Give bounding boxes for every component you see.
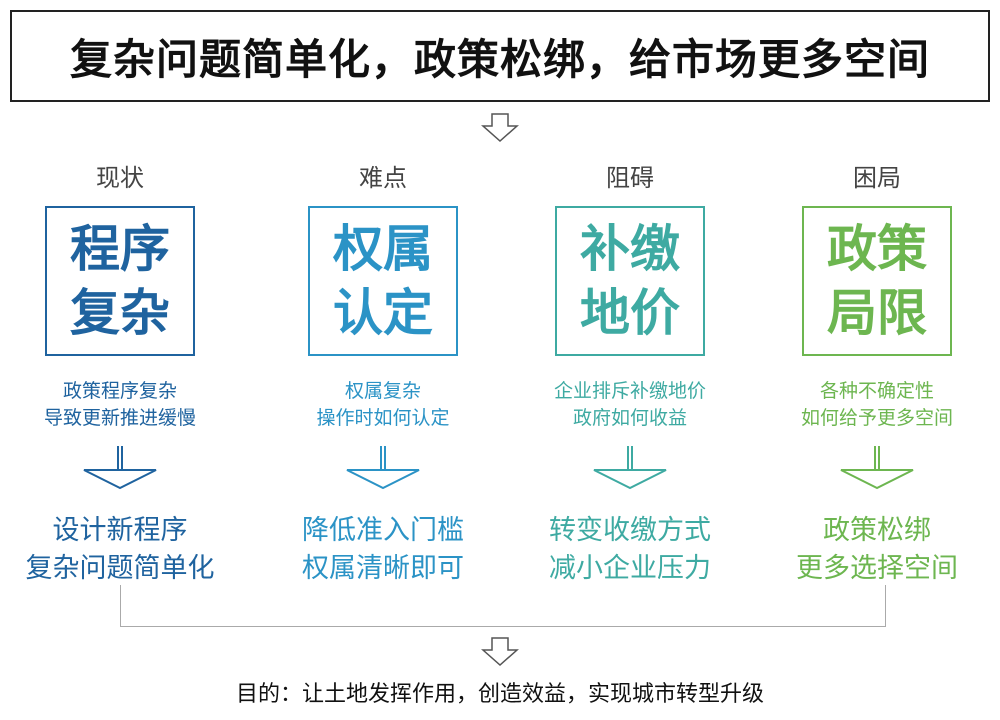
solution-line: 复杂问题简单化 bbox=[25, 553, 215, 584]
solution-line: 权属清晰即可 bbox=[302, 553, 464, 584]
desc-line: 政策程序复杂 bbox=[62, 380, 177, 402]
solution-line: 转变收缴方式 bbox=[549, 515, 711, 546]
down-arrow-icon bbox=[481, 637, 519, 667]
key-box: 政策 局限 bbox=[802, 206, 952, 356]
solution: 转变收缴方式 减小企业压力 bbox=[500, 512, 760, 588]
box-line: 权属 bbox=[333, 220, 433, 278]
description: 权属复杂 操作时如何认定 bbox=[253, 378, 513, 432]
desc-line: 如何给予更多空间 bbox=[800, 407, 953, 429]
down-arrow-icon bbox=[481, 113, 519, 143]
column-header: 难点 bbox=[359, 164, 407, 192]
column-3: 困局 政策 局限 各种不确定性 如何给予更多空间 政策松绑 更多选择空间 bbox=[747, 160, 1000, 588]
title: 复杂问题简单化，政策松绑，给市场更多空间 bbox=[10, 10, 990, 102]
down-arrow-icon bbox=[840, 446, 914, 490]
description: 各种不确定性 如何给予更多空间 bbox=[747, 378, 1000, 432]
solution: 设计新程序 复杂问题简单化 bbox=[0, 512, 250, 588]
box-line: 局限 bbox=[827, 284, 927, 342]
key-box: 权属 认定 bbox=[308, 206, 458, 356]
desc-line: 各种不确定性 bbox=[819, 380, 934, 402]
column-2: 阻碍 补缴 地价 企业排斥补缴地价 政府如何收益 转变收缴方式 减小企业压力 bbox=[500, 160, 760, 588]
column-header: 现状 bbox=[96, 164, 144, 192]
box-line: 政策 bbox=[827, 220, 927, 278]
desc-line: 权属复杂 bbox=[344, 380, 421, 402]
down-arrow-icon bbox=[593, 446, 667, 490]
description: 政策程序复杂 导致更新推进缓慢 bbox=[0, 378, 250, 432]
desc-line: 导致更新推进缓慢 bbox=[43, 407, 196, 429]
column-header: 困局 bbox=[853, 164, 901, 192]
box-line: 认定 bbox=[333, 284, 433, 342]
column-0: 现状 程序 复杂 政策程序复杂 导致更新推进缓慢 设计新程序 复杂问题简单化 bbox=[0, 160, 250, 588]
solution-line: 更多选择空间 bbox=[796, 553, 958, 584]
desc-line: 操作时如何认定 bbox=[316, 407, 450, 429]
box-line: 补缴 bbox=[580, 220, 680, 278]
solution-line: 政策松绑 bbox=[823, 515, 931, 546]
description: 企业排斥补缴地价 政府如何收益 bbox=[500, 378, 760, 432]
column-1: 难点 权属 认定 权属复杂 操作时如何认定 降低准入门槛 权属清晰即可 bbox=[253, 160, 513, 588]
goal-text: 目的：让土地发挥作用，创造效益，实现城市转型升级 bbox=[235, 682, 764, 707]
solution-line: 降低准入门槛 bbox=[302, 515, 464, 546]
solution-line: 减小企业压力 bbox=[549, 553, 711, 584]
down-arrow-icon bbox=[346, 446, 420, 490]
solution-line: 设计新程序 bbox=[52, 515, 188, 546]
down-arrow-icon bbox=[83, 446, 157, 490]
box-line: 复杂 bbox=[70, 284, 170, 342]
desc-line: 企业排斥补缴地价 bbox=[553, 380, 706, 402]
solution: 降低准入门槛 权属清晰即可 bbox=[253, 512, 513, 588]
key-box: 程序 复杂 bbox=[45, 206, 195, 356]
box-line: 程序 bbox=[70, 220, 170, 278]
desc-line: 政府如何收益 bbox=[572, 407, 687, 429]
column-header: 阻碍 bbox=[606, 164, 654, 192]
box-line: 地价 bbox=[580, 284, 680, 342]
key-box: 补缴 地价 bbox=[555, 206, 705, 356]
solution: 政策松绑 更多选择空间 bbox=[747, 512, 1000, 588]
